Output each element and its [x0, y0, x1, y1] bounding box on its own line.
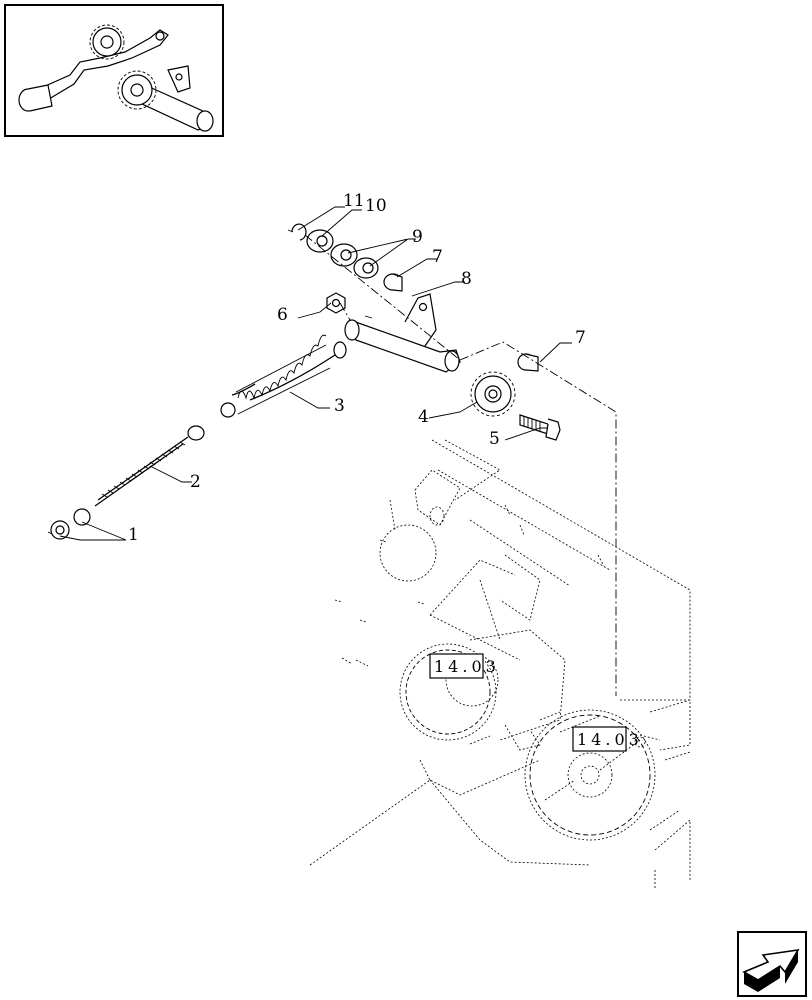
reference-box-1403-a[interactable]: 14.03	[429, 653, 500, 679]
shim-part-9b[interactable]	[353, 257, 379, 279]
thumbnail-view[interactable]	[4, 4, 224, 137]
machine-frame	[304, 234, 691, 890]
callout-3: 3	[334, 396, 345, 416]
tension-spring-part[interactable]	[220, 334, 347, 418]
nut-part[interactable]	[326, 292, 346, 314]
lock-nut-part[interactable]	[47, 508, 91, 540]
washer-part-10[interactable]	[306, 229, 334, 253]
shim-part-9a[interactable]	[330, 243, 358, 267]
bushing-part-upper[interactable]	[383, 273, 403, 292]
idler-sprocket-part[interactable]	[470, 371, 516, 417]
drive-gear-left-icon	[399, 643, 499, 741]
thumb-sprocket-upper-icon	[89, 24, 125, 60]
callout-7-lower: 7	[575, 328, 586, 348]
eye-bolt-part[interactable]	[94, 425, 205, 507]
bolt-part[interactable]	[519, 414, 561, 441]
svg-text:14.03: 14.03	[434, 657, 500, 676]
thumb-sprocket-lower-icon	[117, 70, 157, 110]
bushing-part-lower[interactable]	[517, 353, 539, 372]
reference-box-1403-b[interactable]: 14.03	[572, 726, 643, 752]
leader-lines	[59, 206, 572, 541]
callout-8: 8	[461, 269, 472, 289]
svg-text:14.03: 14.03	[577, 730, 643, 749]
callout-6: 6	[277, 305, 288, 325]
next-page-arrow-icon[interactable]	[737, 931, 807, 997]
callout-4: 4	[418, 407, 429, 427]
callout-2: 2	[190, 472, 201, 492]
callout-9: 9	[412, 227, 423, 247]
callout-10: 10	[365, 196, 387, 216]
callout-1: 1	[128, 525, 139, 545]
callout-5: 5	[489, 429, 500, 449]
drive-gear-right-icon	[524, 709, 656, 841]
circlip-part[interactable]	[287, 223, 307, 241]
tensioner-arm-part[interactable]	[344, 293, 461, 373]
callout-7-upper: 7	[432, 247, 443, 267]
callout-11: 11	[343, 191, 365, 211]
